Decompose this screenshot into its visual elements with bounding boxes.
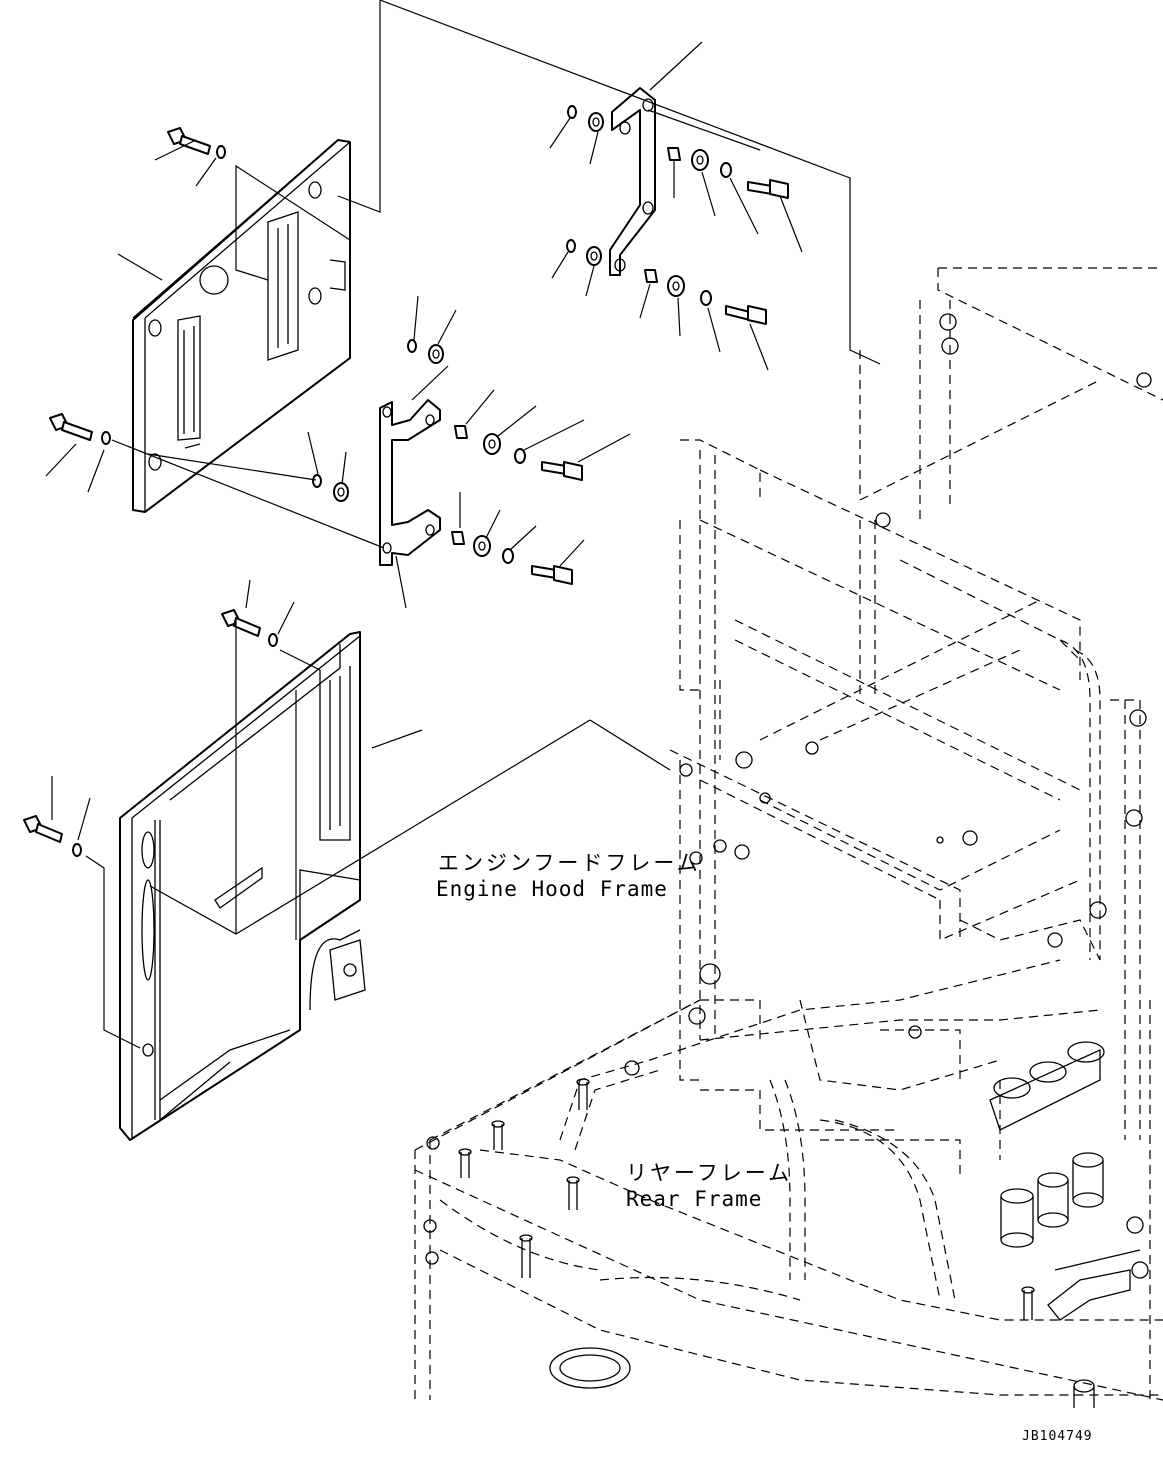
washer	[268, 633, 278, 647]
engine-hood-frame-label-en: Engine Hood Frame	[436, 877, 668, 901]
spacer	[667, 147, 681, 161]
bolt	[221, 609, 261, 637]
washer	[720, 162, 732, 178]
washer	[514, 448, 526, 464]
washer	[567, 105, 577, 119]
middle-bracket	[379, 399, 441, 566]
washer	[700, 290, 712, 306]
washer	[502, 548, 514, 564]
rear-frame	[414, 313, 1163, 1408]
washer	[72, 843, 82, 857]
spacer	[454, 425, 468, 439]
washer	[428, 344, 444, 364]
washer	[586, 246, 602, 266]
engine-hood-frame	[669, 267, 1163, 1140]
bolt	[725, 305, 767, 325]
bolt	[49, 413, 93, 441]
bolt	[747, 179, 789, 199]
rear-frame-label-jp: リヤーフレーム	[626, 1161, 792, 1185]
upper-left-cover-plate	[132, 139, 351, 513]
washer	[333, 482, 349, 502]
upper-right-bracket	[609, 87, 656, 276]
washer	[216, 145, 226, 159]
lower-left-cover-plate	[119, 631, 366, 1141]
washer	[566, 239, 576, 253]
washer	[407, 339, 417, 353]
bolt	[167, 127, 211, 155]
drawing-id: JB104749	[1022, 1429, 1093, 1444]
washer	[588, 112, 604, 132]
washer	[691, 149, 709, 171]
engine-hood-frame-label-jp: エンジンフードフレーム	[438, 851, 701, 875]
bolt	[23, 815, 63, 843]
bolt	[531, 565, 573, 585]
washer	[101, 431, 111, 445]
washer	[312, 474, 322, 488]
washer	[473, 535, 491, 557]
washer	[483, 433, 501, 455]
support-cylinders	[989, 1041, 1105, 1248]
spacer	[644, 269, 658, 283]
rear-frame-label-en: Rear Frame	[626, 1187, 762, 1211]
washer	[667, 275, 685, 297]
fastener-hardware	[23, 105, 789, 857]
spacer	[451, 531, 465, 545]
bolt	[541, 461, 583, 481]
leader-lines	[45, 0, 881, 1049]
